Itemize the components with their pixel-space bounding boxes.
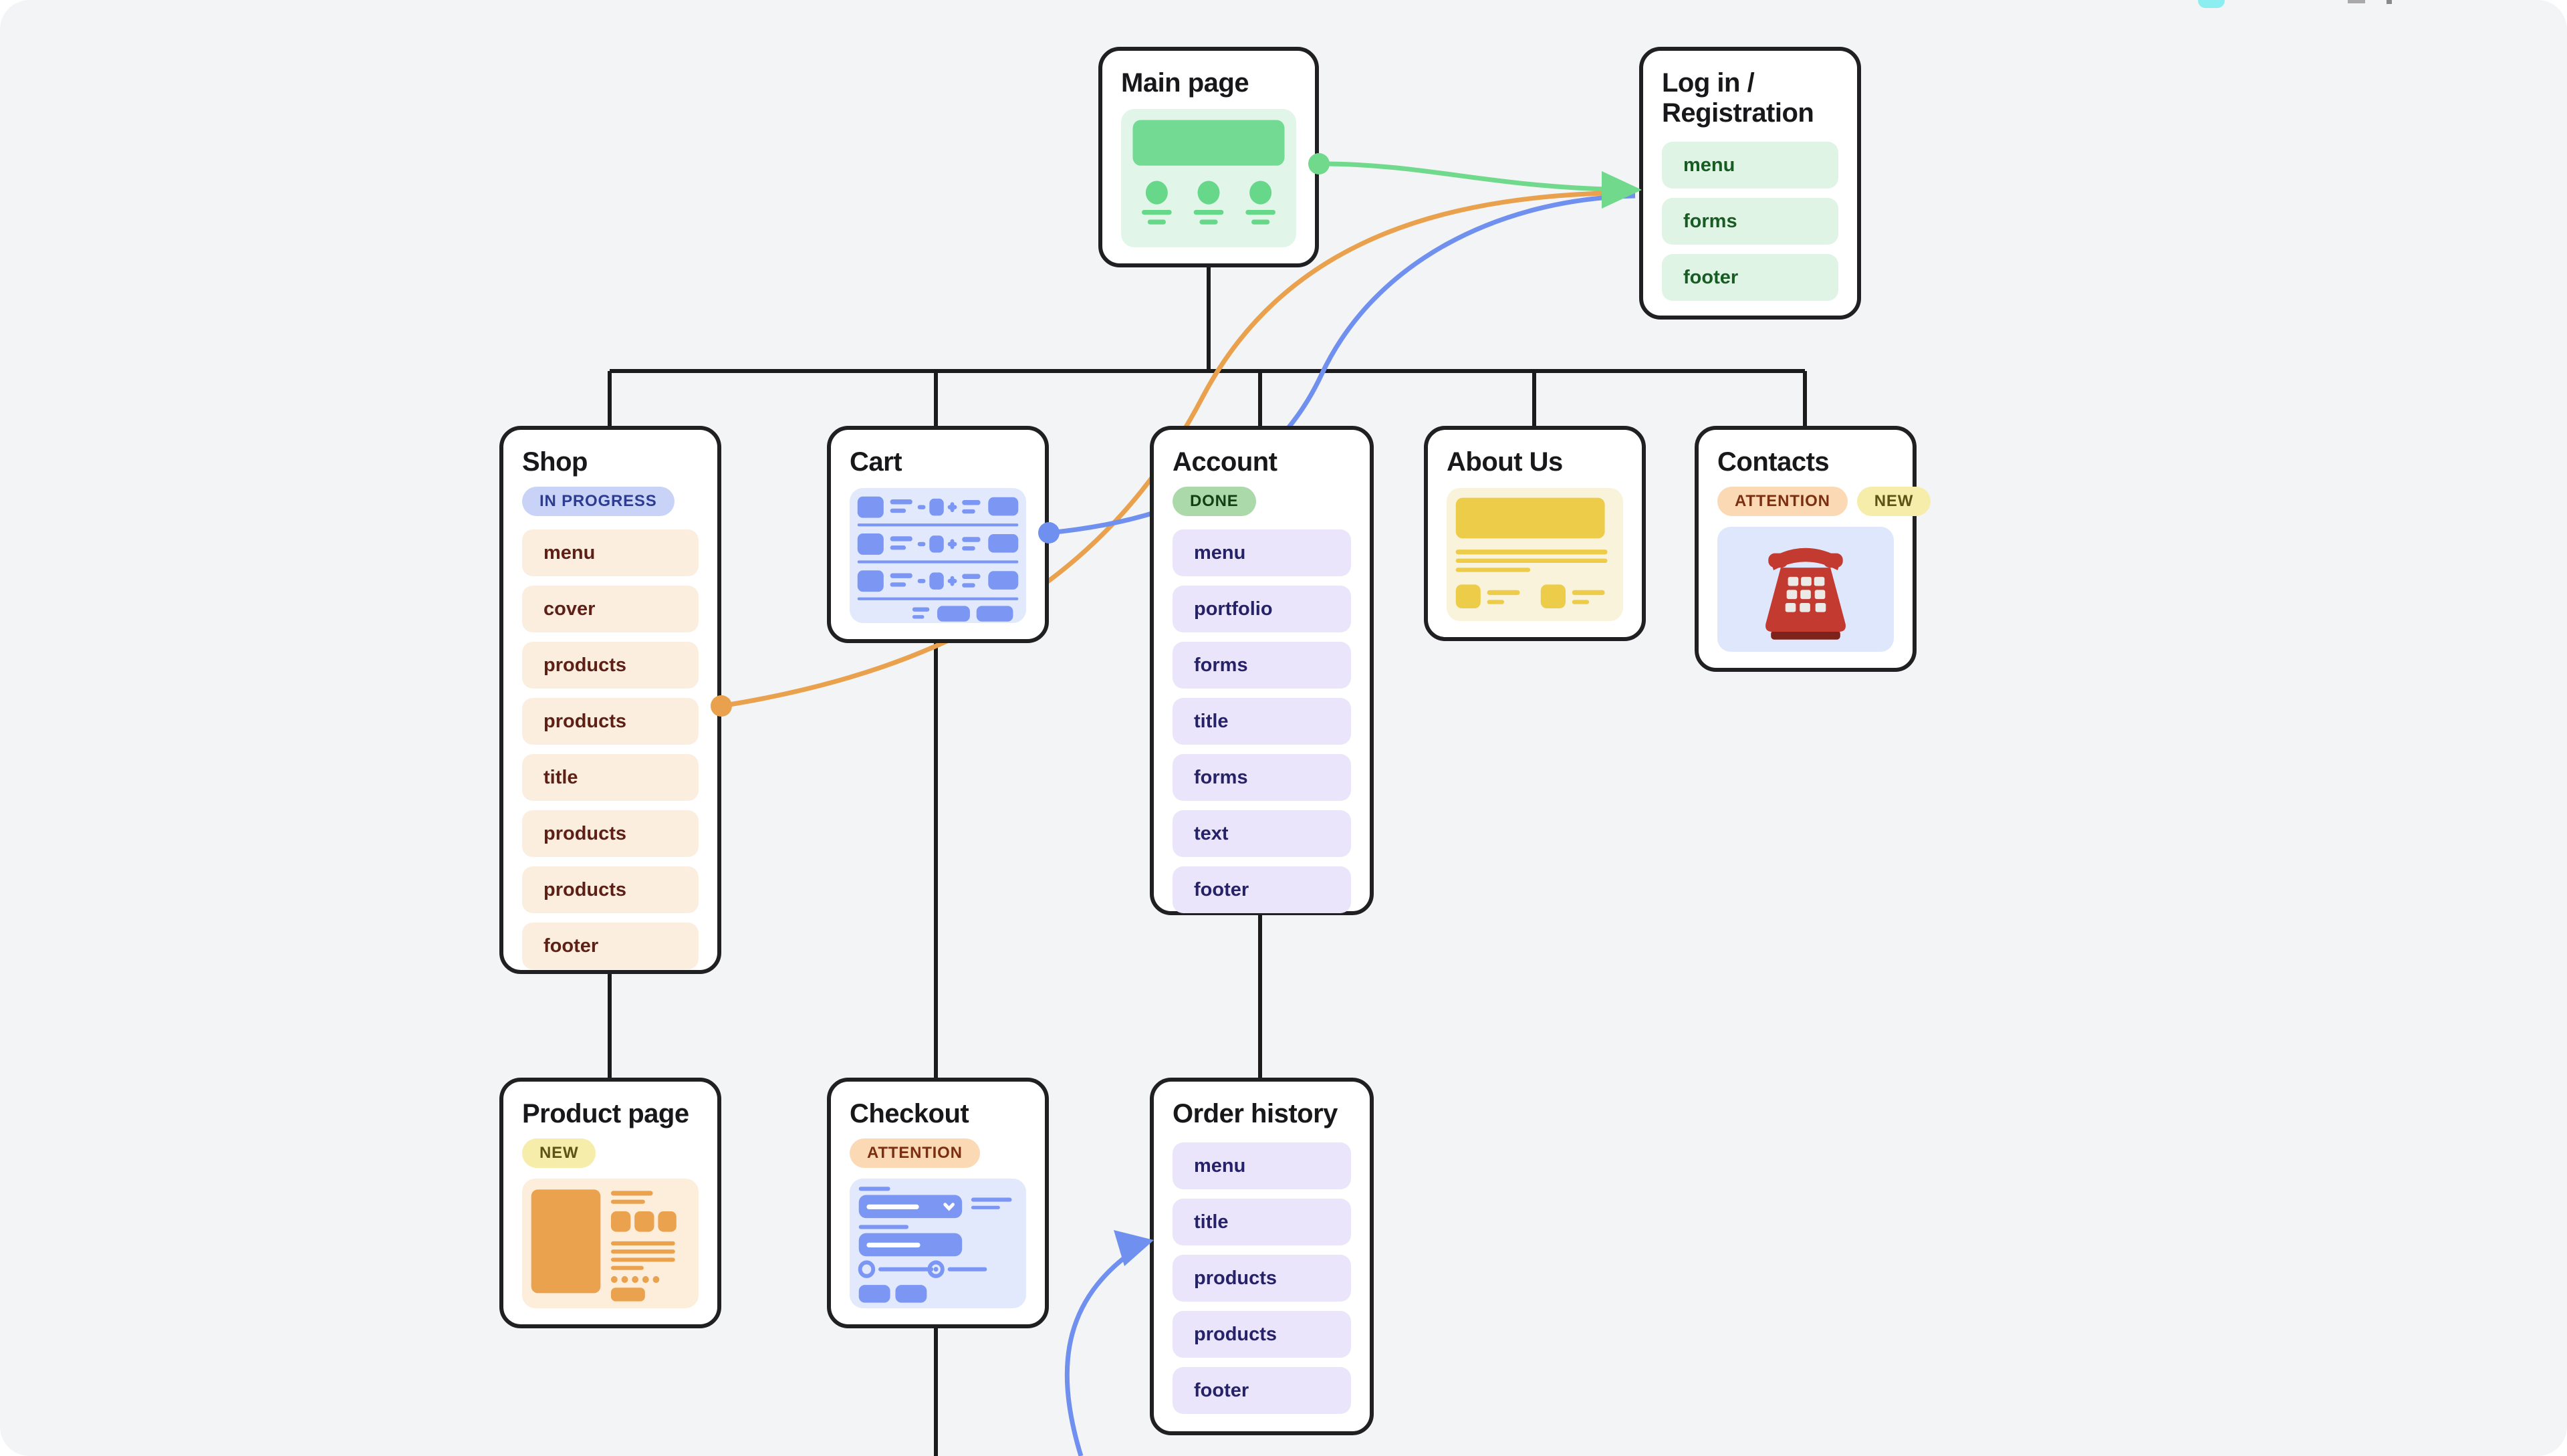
order-history-section-list: menu title products products footer	[1173, 1142, 1351, 1415]
page-title: About Us	[1447, 447, 1563, 477]
section-row[interactable]: menu	[1173, 529, 1351, 577]
connector-bottom-to-orderhistory	[1064, 1241, 1147, 1456]
account-section-list: menu portfolio forms title forms text fo…	[1173, 529, 1351, 914]
status-badge-attention[interactable]: ATTENTION	[850, 1138, 980, 1169]
section-row[interactable]: footer	[522, 923, 699, 970]
section-row[interactable]: products	[522, 642, 699, 689]
shop-section-list: menu cover products products title produ…	[522, 529, 699, 970]
section-row[interactable]: products	[522, 866, 699, 914]
page-title: Account	[1173, 447, 1277, 477]
status-badge-attention[interactable]: ATTENTION	[1717, 487, 1848, 517]
page-title: Product page	[522, 1099, 689, 1128]
card-shop[interactable]: Shop IN PROGRESS menu cover products pro…	[499, 426, 721, 974]
main-page-thumbnail	[1121, 109, 1296, 247]
checkout-wireframe-graphic	[858, 1187, 1012, 1303]
card-order-history[interactable]: Order history menu title products produc…	[1150, 1078, 1374, 1435]
page-title: Main page	[1121, 68, 1249, 98]
section-row[interactable]: forms	[1662, 198, 1838, 245]
page-title: Contacts	[1717, 447, 1830, 477]
contacts-thumbnail	[1717, 527, 1894, 652]
section-row[interactable]: footer	[1173, 1367, 1351, 1415]
checkout-thumbnail	[850, 1179, 1026, 1308]
section-row[interactable]: products	[522, 698, 699, 745]
card-contacts[interactable]: Contacts ATTENTION NEW	[1695, 426, 1931, 672]
section-row[interactable]: title	[1173, 1199, 1351, 1246]
status-badge-new[interactable]: NEW	[522, 1138, 596, 1169]
page-title: Log in / Registration	[1662, 68, 1814, 128]
status-badge-done[interactable]: DONE	[1173, 487, 1256, 517]
section-row[interactable]: portfolio	[1173, 586, 1351, 633]
section-row[interactable]: forms	[1173, 754, 1351, 802]
card-about-us[interactable]: About Us	[1424, 426, 1646, 641]
section-row[interactable]: menu	[1173, 1142, 1351, 1190]
about-us-thumbnail	[1447, 488, 1623, 621]
green-arrowhead-icon	[1602, 171, 1642, 209]
cart-wireframe-graphic	[857, 496, 1019, 622]
section-row[interactable]: cover	[522, 586, 699, 633]
card-cart[interactable]: Cart	[827, 426, 1049, 643]
card-product-page[interactable]: Product page NEW	[499, 1078, 721, 1328]
product-page-thumbnail	[522, 1179, 699, 1308]
section-row[interactable]: products	[1173, 1311, 1351, 1358]
section-row[interactable]: menu	[1662, 142, 1838, 189]
card-account[interactable]: Account DONE menu portfolio forms title …	[1150, 426, 1374, 915]
section-row[interactable]: footer	[1173, 866, 1351, 914]
section-row[interactable]: title	[522, 754, 699, 802]
status-badge-in-progress[interactable]: IN PROGRESS	[522, 487, 675, 517]
cyan-shape-artifact	[2198, 0, 2225, 8]
screen-edge-artifact	[2387, 0, 2392, 4]
card-main-page[interactable]: Main page	[1098, 47, 1319, 267]
about-wireframe-graphic	[1455, 497, 1608, 609]
section-row[interactable]: products	[1173, 1255, 1351, 1302]
section-row[interactable]: title	[1173, 698, 1351, 745]
cart-thumbnail	[850, 488, 1026, 623]
connector-mainpage-to-login	[1318, 161, 1636, 193]
product-wireframe-graphic	[531, 1189, 677, 1302]
section-row[interactable]: forms	[1173, 642, 1351, 689]
telephone-icon	[1765, 548, 1846, 640]
section-row[interactable]: text	[1173, 810, 1351, 858]
page-title: Checkout	[850, 1099, 969, 1128]
login-section-list: menu forms footer	[1662, 142, 1838, 301]
card-login-registration[interactable]: Log in / Registration menu forms footer	[1639, 47, 1861, 320]
page-title: Shop	[522, 447, 588, 477]
hero-wireframe-graphic	[1132, 120, 1285, 225]
card-checkout[interactable]: Checkout ATTENTION	[827, 1078, 1049, 1328]
blue-arrowhead-icon	[1114, 1230, 1154, 1266]
section-row[interactable]: footer	[1662, 254, 1838, 301]
section-row[interactable]: products	[522, 810, 699, 858]
page-title: Order history	[1173, 1099, 1338, 1128]
status-badge-new[interactable]: NEW	[1856, 487, 1931, 517]
page-title: Cart	[850, 447, 902, 477]
section-row[interactable]: menu	[522, 529, 699, 577]
screen-edge-artifact	[2348, 0, 2365, 3]
